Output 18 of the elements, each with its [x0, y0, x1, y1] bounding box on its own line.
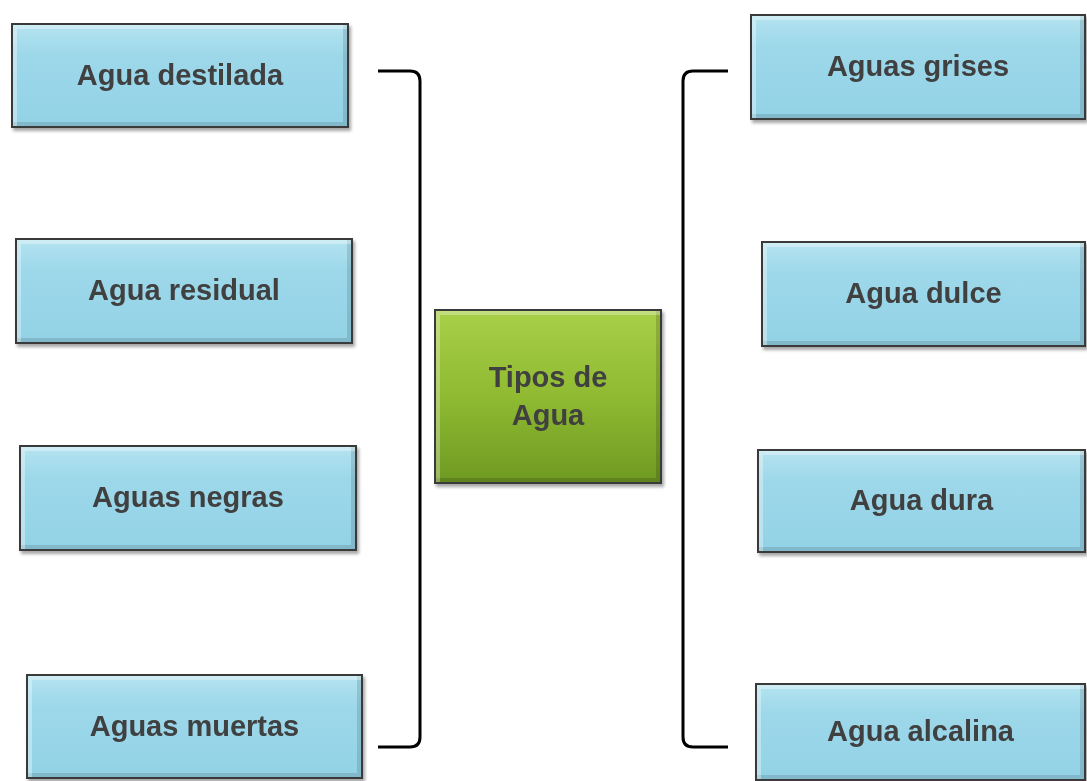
category-box: [750, 14, 1086, 120]
category-box: [755, 683, 1086, 781]
box-label: Aguas muertas: [89, 708, 300, 744]
box-label: Agua dulce: [845, 276, 1002, 312]
category-box: [26, 674, 363, 779]
box-label: Aguas negras: [92, 480, 284, 516]
box-label: Agua residual: [88, 273, 280, 309]
box-label: Agua destilada: [76, 57, 284, 93]
category-box: [19, 445, 357, 551]
category-box: [11, 23, 349, 128]
category-box: [757, 449, 1086, 553]
box-label: Tipos de Agua: [487, 359, 609, 433]
category-box: [15, 238, 353, 344]
box-label: Agua alcalina: [827, 714, 1014, 750]
central-topic-box: [434, 309, 662, 484]
box-label: Aguas grises: [826, 49, 1010, 85]
category-box: [761, 241, 1086, 347]
box-label: Agua dura: [849, 483, 994, 519]
